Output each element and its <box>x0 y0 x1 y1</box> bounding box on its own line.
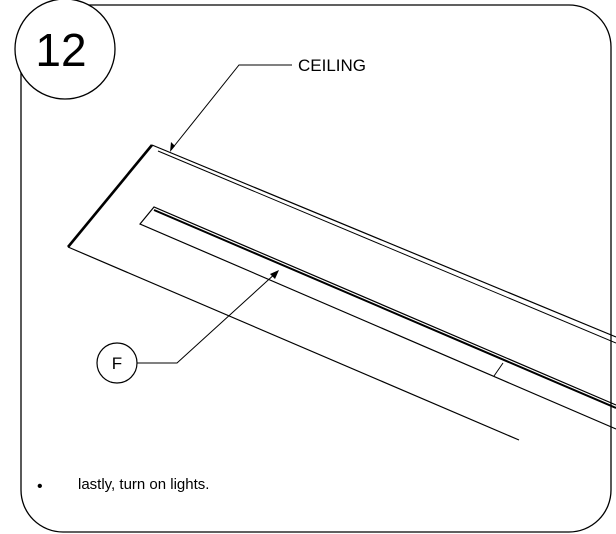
ceiling-edge-top <box>151 144 616 338</box>
fixture-slot-outline <box>139 206 616 430</box>
part-f-leader-arrow <box>270 270 279 279</box>
instruction-text: lastly, turn on lights. <box>78 476 209 493</box>
step-number-circle <box>14 0 116 100</box>
ceiling-leader-line <box>170 64 292 151</box>
ceiling-edge-bottom <box>67 246 520 441</box>
ceiling-label: CEILING <box>298 56 366 75</box>
step-number: 12 <box>35 24 86 76</box>
part-f-label: F <box>112 354 122 373</box>
fixture-slot-shadow <box>153 209 616 409</box>
ceiling-edge-front <box>66 144 154 248</box>
frame-border <box>20 4 612 533</box>
ceiling-leader-arrow <box>170 142 175 152</box>
instruction-bullet: • <box>37 478 43 495</box>
fixture-divider <box>493 362 504 377</box>
ceiling-edge-top-inner <box>157 150 616 344</box>
part-f-leader-line <box>137 271 278 364</box>
